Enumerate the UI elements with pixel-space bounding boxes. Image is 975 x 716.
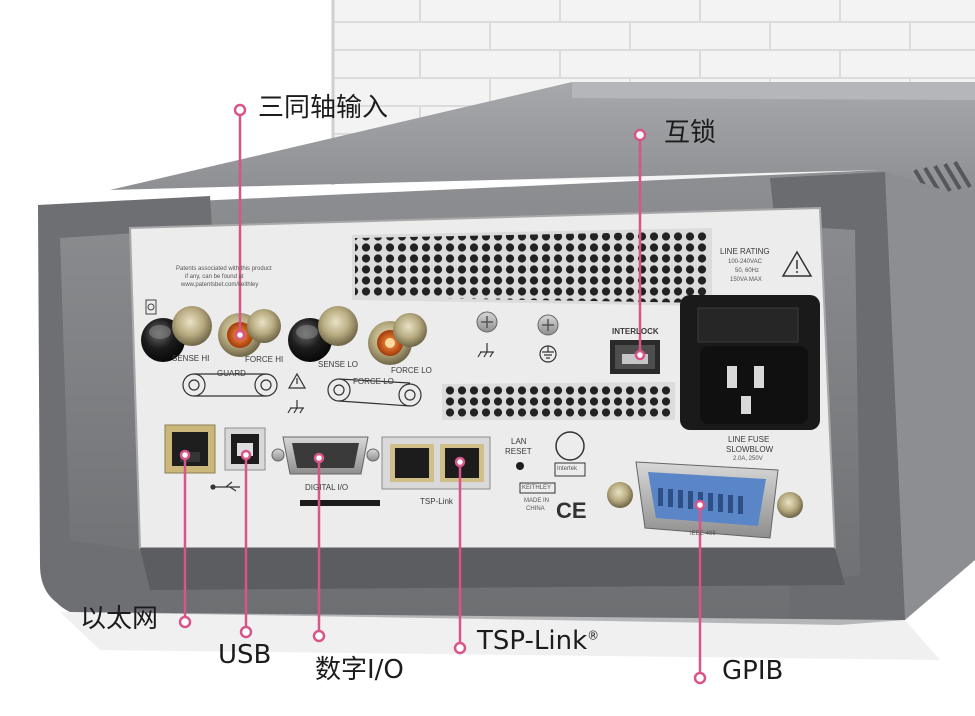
tsp-link-panel-label: TSP-Link xyxy=(420,497,453,506)
force-lo-label: FORCE LO xyxy=(391,366,432,375)
guard-label: GUARD xyxy=(217,369,246,378)
callout-usb: USB xyxy=(218,640,272,670)
callout-tsp-link-text: TSP-Link xyxy=(477,626,588,656)
line-fuse-2: SLOWBLOW xyxy=(726,445,774,454)
callout-lines xyxy=(183,110,702,678)
line-rating-title: LINE RATING xyxy=(720,247,770,256)
callout-tsp-link: TSP-Link® xyxy=(477,628,599,654)
brand-label: KEITHLEY xyxy=(522,485,552,491)
force-hi-label: FORCE HI xyxy=(245,355,284,364)
callout-gpib: GPIB xyxy=(722,656,784,686)
ieee-label: IEEE-488 xyxy=(690,531,716,537)
ce-mark: CE xyxy=(556,498,587,523)
callout-triax-inputs: 三同轴输入 xyxy=(258,93,389,123)
line-rating-2: 50, 60Hz xyxy=(735,268,760,274)
force-lo-label-2: FORCE LO xyxy=(353,377,394,386)
line-rating-3: 150VA MAX xyxy=(730,277,762,283)
sense-lo-label: SENSE LO xyxy=(318,360,359,369)
lan-reset-label-1: LAN xyxy=(511,437,527,446)
lan-reset-label-2: RESET xyxy=(505,447,532,456)
sense-hi-label: SENSE HI xyxy=(172,354,210,363)
digital-io-label: DIGITAL I/O xyxy=(305,483,349,492)
callout-interlock: 互锁 xyxy=(664,118,717,148)
intertek-label: Intertek xyxy=(557,466,578,472)
callout-digital-io: 数字I/O xyxy=(315,655,404,685)
registered-mark: ® xyxy=(587,628,600,643)
made-in-2: CHINA xyxy=(526,506,545,512)
line-rating-1: 100-240VAC xyxy=(728,259,762,265)
made-in-1: MADE IN xyxy=(524,498,550,504)
patents-text-3: www.patentsbet.com/keithley xyxy=(181,282,259,288)
line-fuse-1: LINE FUSE xyxy=(728,435,770,444)
callout-ethernet: 以太网 xyxy=(80,604,159,634)
patents-text-2: if any, can be found at xyxy=(185,274,244,280)
line-fuse-3: 2.0A, 250V xyxy=(733,456,763,462)
interlock-label: INTERLOCK xyxy=(612,327,659,336)
patents-text-1: Patents associated with this product xyxy=(176,266,272,272)
